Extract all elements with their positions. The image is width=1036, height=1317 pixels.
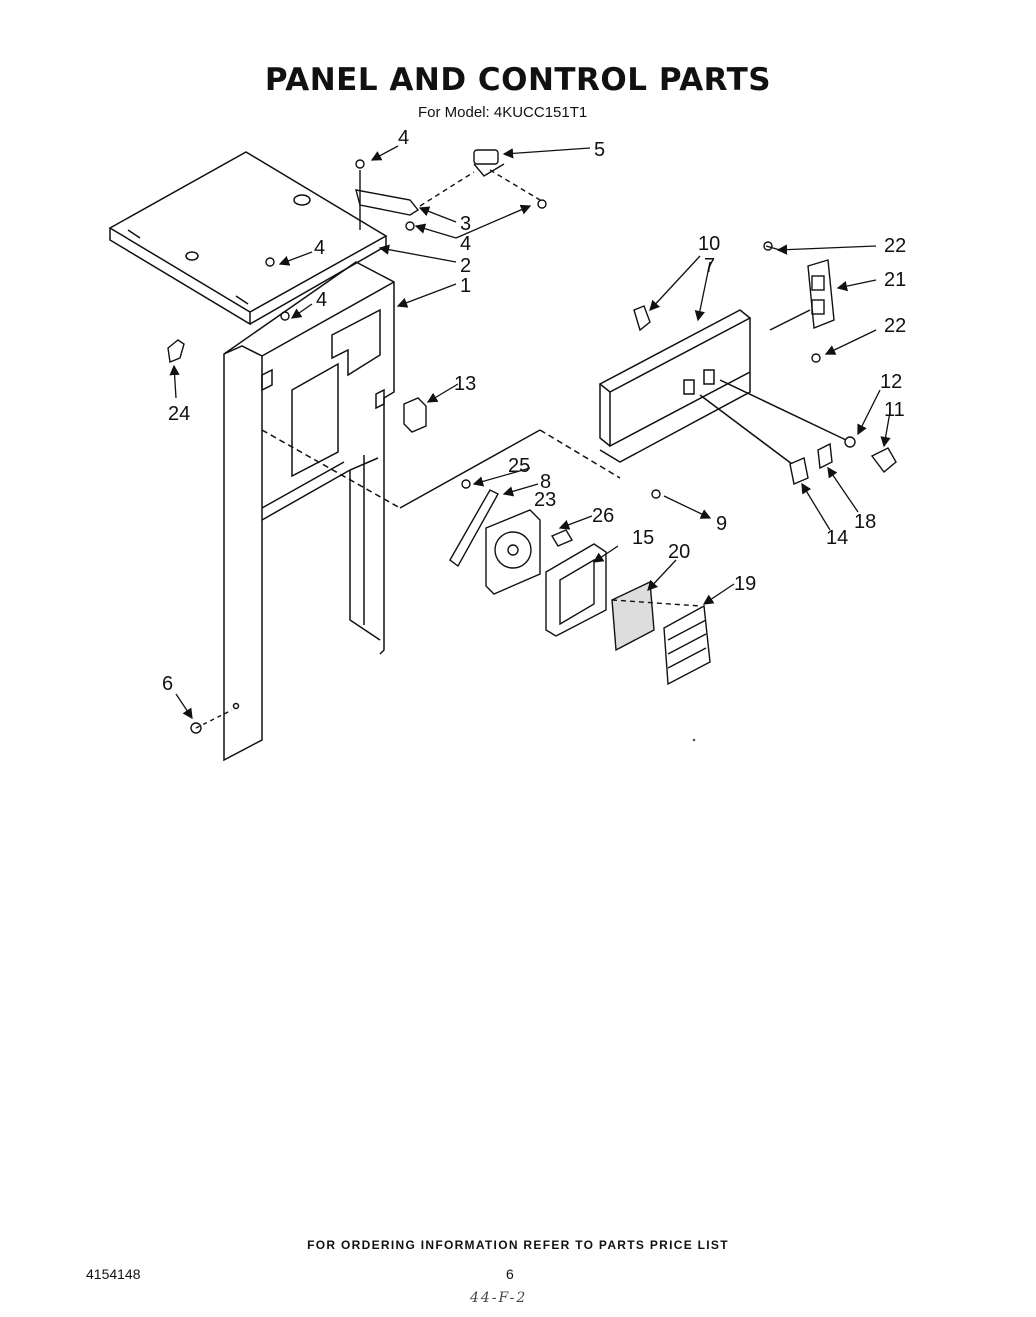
callout-1: 1	[460, 275, 471, 297]
callout-22-top: 22	[884, 235, 906, 257]
callout-13: 13	[454, 373, 476, 395]
callout-23: 23	[534, 489, 556, 511]
knob-parts-11-12-14-18	[789, 436, 897, 485]
model-subtitle: For Model: 4KUCC151T1	[418, 104, 588, 121]
callout-5: 5	[594, 139, 605, 161]
callout-24: 24	[168, 403, 190, 425]
callout-7: 7	[704, 255, 715, 277]
callout-leaders	[169, 145, 891, 720]
callout-15: 15	[632, 527, 654, 549]
fan-assembly	[449, 479, 711, 686]
callout-12: 12	[880, 371, 902, 393]
callout-2: 2	[460, 255, 471, 277]
callout-26: 26	[592, 505, 614, 527]
callout-3: 3	[460, 213, 471, 235]
callout-22-bottom: 22	[884, 315, 906, 337]
main-panel	[223, 261, 621, 762]
knob-part-10	[633, 305, 651, 332]
top-cover-panel	[108, 151, 388, 326]
callout-4-lower-left: 4	[316, 289, 327, 311]
ordering-note: FOR ORDERING INFORMATION REFER TO PARTS …	[307, 1238, 729, 1252]
handwritten-mark: 44-F-2	[470, 1290, 528, 1306]
callout-4-right: 4	[460, 233, 471, 255]
callout-14: 14	[826, 527, 848, 549]
control-bracket-part-7	[598, 309, 847, 471]
callout-10: 10	[698, 233, 720, 255]
callout-4-upper-left: 4	[314, 237, 325, 259]
callout-18: 18	[854, 511, 876, 533]
callout-25: 25	[508, 455, 530, 477]
callout-9: 9	[716, 513, 727, 535]
callout-4-top: 4	[398, 127, 409, 149]
clip-part-24	[167, 339, 185, 363]
callout-11: 11	[884, 399, 905, 421]
callout-21: 21	[884, 269, 906, 291]
callout-19: 19	[734, 573, 756, 595]
switch-part-13	[403, 397, 427, 433]
page-number: 6	[506, 1266, 514, 1282]
callout-6: 6	[162, 673, 173, 695]
callout-8: 8	[540, 471, 551, 493]
bracket-and-screws	[190, 149, 547, 734]
callout-20: 20	[668, 541, 690, 563]
bracket-part-21	[763, 241, 835, 363]
page-title: PANEL AND CONTROL PARTS	[264, 62, 772, 98]
document-number: 4154148	[86, 1266, 141, 1282]
